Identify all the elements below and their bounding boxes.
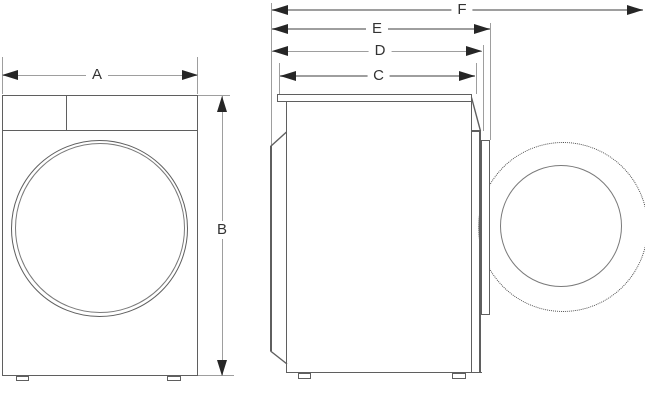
dim-b-arrowhead-up-icon	[217, 96, 227, 112]
side-body-front-edge	[470, 101, 472, 373]
side-front-panel-face	[479, 131, 481, 373]
dim-f-arrowhead-left-icon	[272, 4, 288, 15]
dim-b-label: B	[210, 221, 234, 239]
dim-e-ext-right	[490, 23, 491, 140]
front-top-slant	[470, 97, 482, 132]
side-foot-right	[452, 372, 466, 379]
dim-c-ext-right	[476, 63, 477, 94]
dim-f: F	[272, 0, 643, 19]
dim-f-label: F	[451, 0, 473, 19]
dim-d-ext-right	[482, 45, 484, 131]
side-door-slab	[480, 139, 490, 315]
dim-e-label: E	[365, 19, 389, 38]
front-foot-right	[167, 375, 181, 381]
side-foot-left	[298, 372, 311, 379]
door-open-swing-dotted-circle	[478, 141, 645, 312]
open-door-glass-circle	[499, 165, 622, 287]
dim-a-arrowhead-left-icon	[2, 70, 18, 80]
dim-b: B	[210, 96, 234, 376]
dim-d: D	[272, 42, 482, 60]
dim-b-ext-bottom	[198, 375, 234, 376]
dim-c-label: C	[367, 66, 390, 85]
dim-e: E	[272, 19, 490, 38]
dim-d-arrowhead-left-icon	[272, 46, 288, 56]
dim-c: C	[279, 66, 475, 85]
dim-f-arrowhead-right-icon	[627, 4, 643, 15]
dim-b-arrowhead-down-icon	[217, 359, 227, 376]
side-front-panel-tick	[471, 130, 481, 132]
dim-b-ext-top	[198, 95, 230, 96]
rear-top-chamfer	[270, 131, 287, 148]
door-inner-ring	[14, 143, 185, 313]
side-body-bottom-edge	[285, 371, 482, 373]
dim-a-ext-right	[197, 57, 198, 94]
front-foot-left	[16, 375, 29, 381]
dim-e-arrowhead-left-icon	[272, 23, 288, 34]
dim-e-arrowhead-right-icon	[473, 23, 490, 34]
rear-bottom-chamfer	[270, 350, 288, 365]
control-panel-line	[2, 129, 198, 131]
dim-a-label: A	[85, 66, 109, 84]
door-outer-ring	[11, 139, 188, 317]
dim-c-arrowhead-left-icon	[279, 70, 296, 81]
dim-d-label: D	[368, 42, 392, 60]
dim-def-ext-left	[270, 3, 272, 146]
dim-a-arrowhead-right-icon	[181, 70, 198, 80]
dim-c-arrowhead-right-icon	[459, 70, 475, 81]
side-body-left-edge	[285, 101, 287, 373]
detergent-drawer-divider	[65, 95, 67, 130]
dim-d-arrowhead-right-icon	[465, 46, 482, 56]
dim-a: A	[2, 66, 198, 84]
rear-panel-edge	[270, 146, 272, 351]
